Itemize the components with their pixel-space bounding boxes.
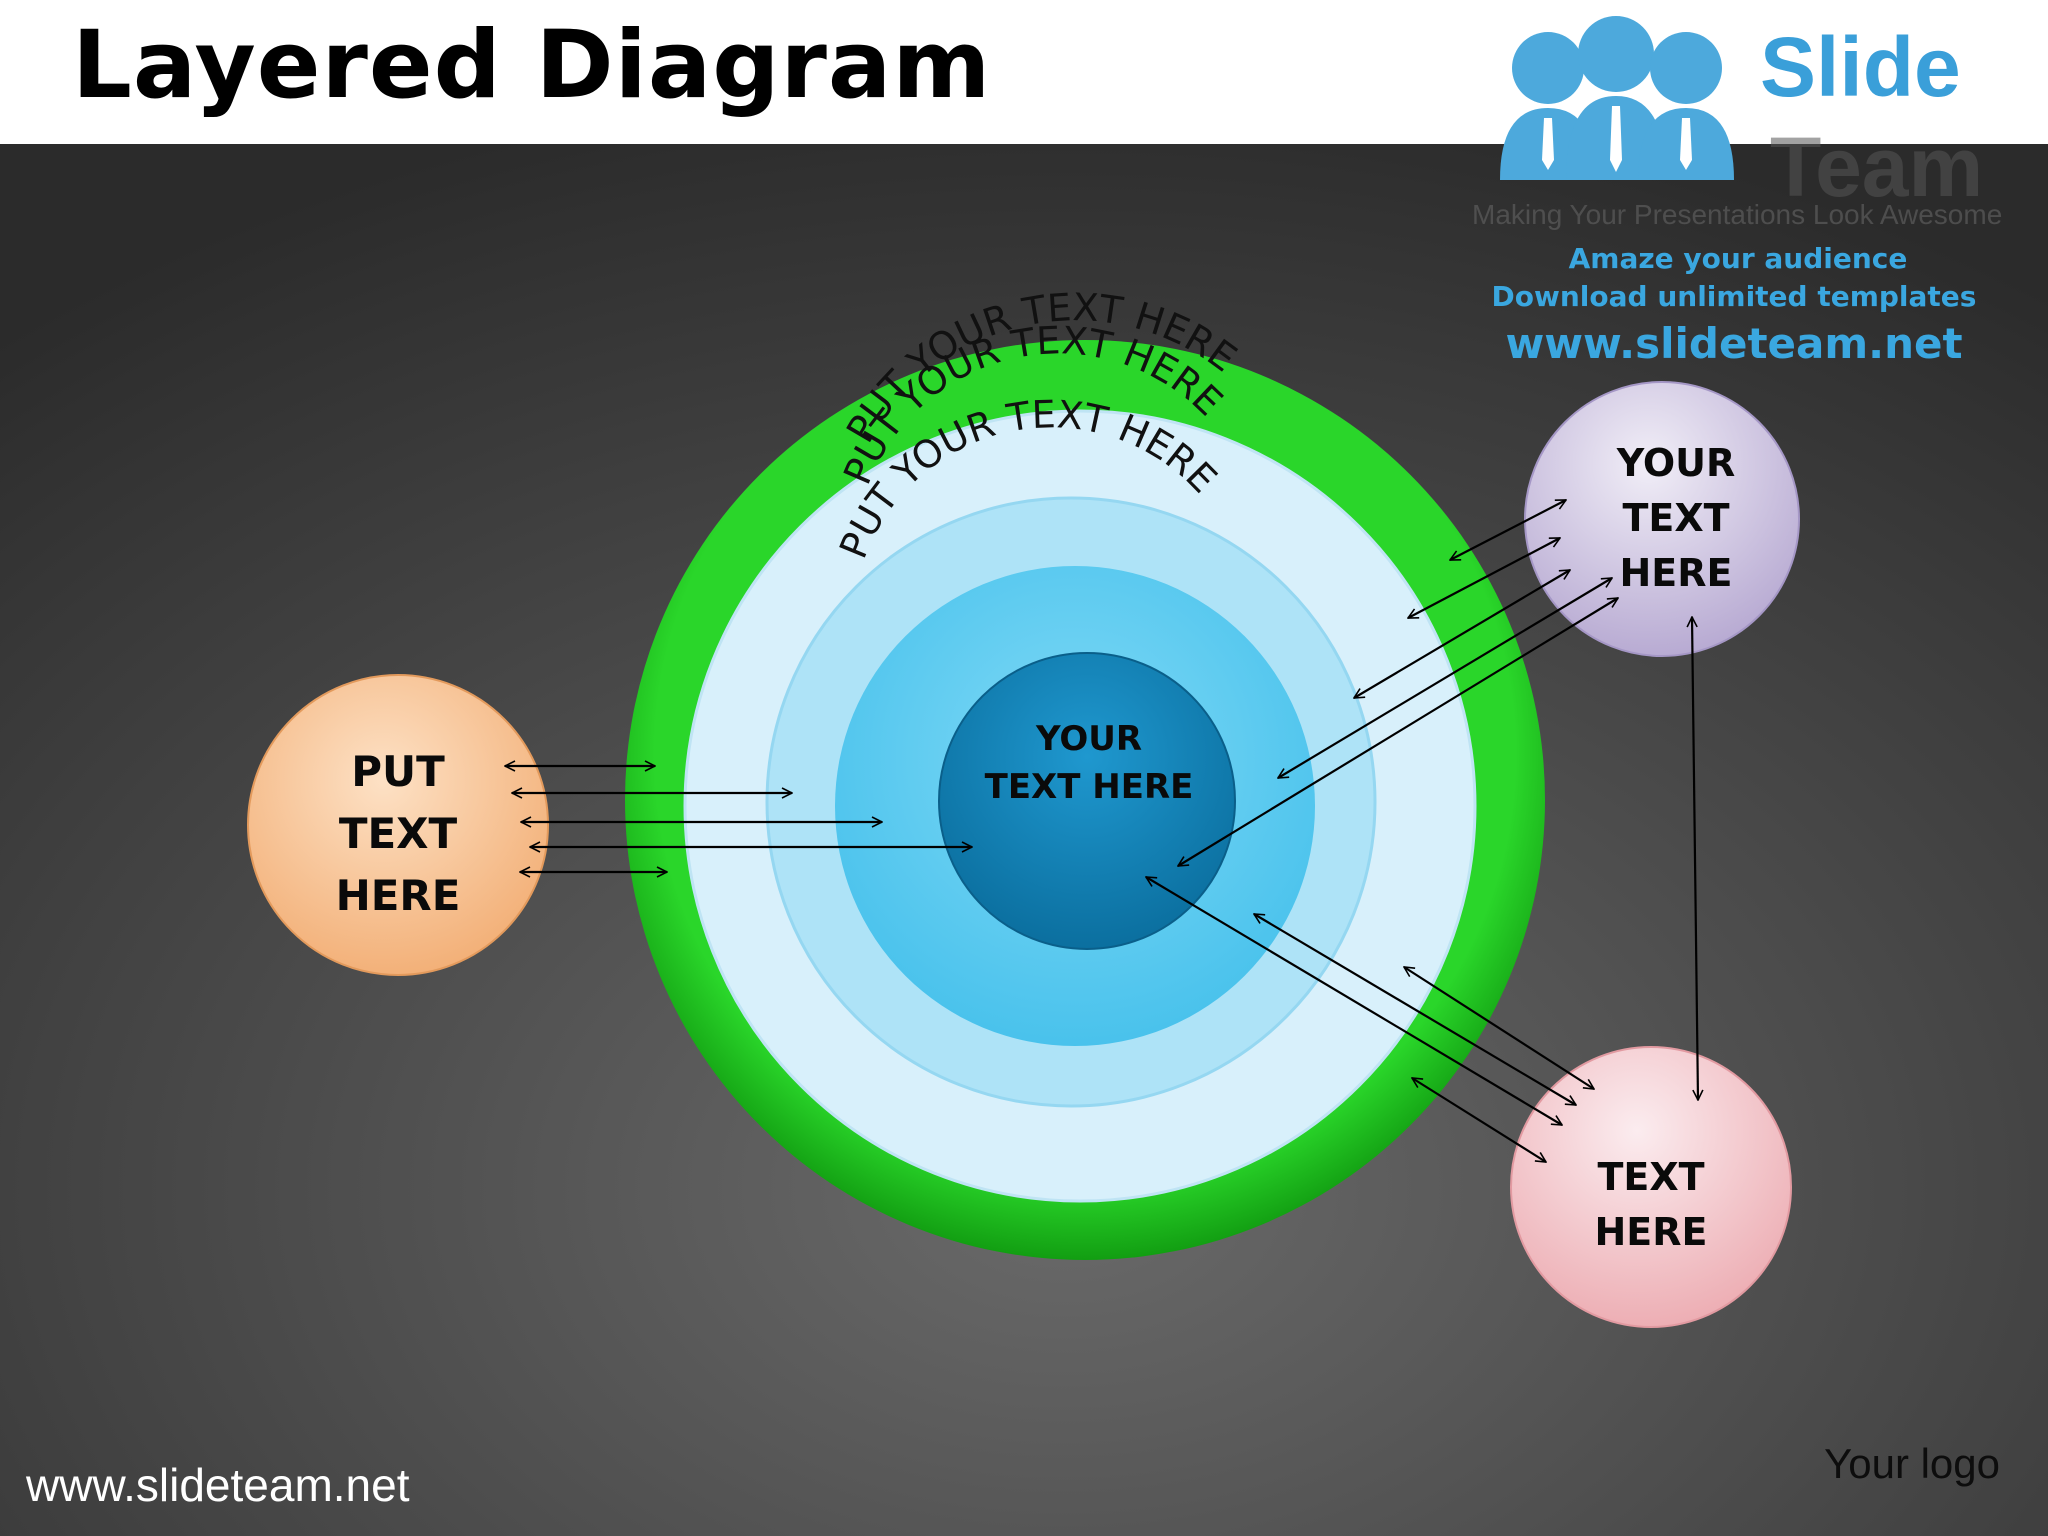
slide-title: Layered Diagram — [72, 11, 992, 120]
arrow-bottomright-outer — [1412, 1078, 1546, 1162]
connector-arrows — [505, 499, 1698, 1162]
left-node-line-2: TEXT — [339, 809, 458, 858]
logo-placeholder: Your logo — [1824, 1440, 2000, 1487]
core-label-line-2: TEXT HERE — [985, 767, 1194, 807]
left-node-line-1: PUT — [351, 747, 445, 796]
bottom-right-node-line-1: TEXT — [1597, 1155, 1704, 1199]
bottom-right-node-line-2: HERE — [1595, 1210, 1708, 1254]
brand-name-team: Team — [1770, 120, 1983, 214]
left-node: PUT TEXT HERE — [247, 674, 549, 976]
bottom-right-node-circle — [1510, 1046, 1792, 1328]
bottom-right-node: TEXT HERE — [1510, 1046, 1792, 1328]
top-right-node-line-2: TEXT — [1622, 496, 1729, 540]
promo-line-2: Download unlimited templates — [1492, 280, 1977, 313]
top-right-node: YOUR TEXT HERE — [1524, 381, 1800, 657]
top-right-node-line-3: HERE — [1620, 551, 1733, 595]
promo-url: www.slideteam.net — [1505, 319, 1962, 368]
brand-name-slide: Slide — [1760, 20, 1961, 114]
people-group-icon — [1500, 16, 1734, 180]
arrow-bottomright-third — [1404, 967, 1594, 1089]
brand-logo: Slide Team Making Your Presentations Loo… — [1472, 16, 2002, 368]
left-node-line-3: HERE — [336, 871, 461, 920]
promo-line-1: Amaze your audience — [1569, 242, 1908, 275]
arrow-right-vertical — [1692, 617, 1698, 1100]
top-right-node-line-1: YOUR — [1616, 441, 1736, 485]
footer-url: www.slideteam.net — [26, 1459, 410, 1511]
arrow-topright-core — [1178, 597, 1618, 867]
brand-tagline: Making Your Presentations Look Awesome — [1472, 199, 2002, 230]
core-label-line-1: YOUR — [1035, 719, 1142, 759]
